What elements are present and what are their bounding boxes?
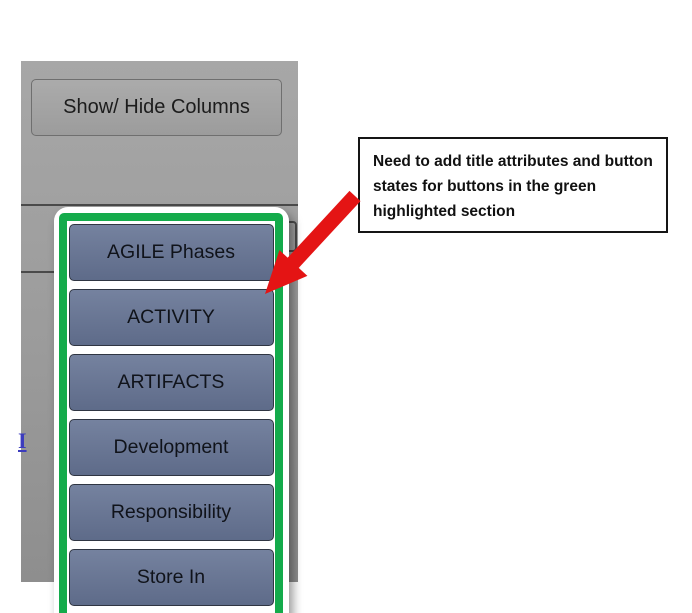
column-dropdown-panel: AGILE Phases ACTIVITY ARTIFACTS Developm… xyxy=(54,207,289,613)
column-toggle-development[interactable]: Development xyxy=(68,419,274,476)
green-highlight-frame: AGILE Phases ACTIVITY ARTIFACTS Developm… xyxy=(59,213,283,613)
column-toggle-activity[interactable]: ACTIVITY xyxy=(68,289,274,346)
column-toggle-responsibility[interactable]: Responsibility xyxy=(68,484,274,541)
show-hide-columns-button[interactable]: Show/ Hide Columns xyxy=(31,79,282,136)
screenshot-region: Show/ Hide Columns AGILE Phases ACTIVITY… xyxy=(21,61,298,613)
column-toggle-agile-phases[interactable]: AGILE Phases xyxy=(68,224,274,281)
horizontal-divider xyxy=(21,204,298,206)
partial-hyperlink[interactable]: I xyxy=(18,428,27,453)
column-toggle-artifacts[interactable]: ARTIFACTS xyxy=(68,354,274,411)
column-toggle-store-in[interactable]: Store In xyxy=(68,549,274,606)
annotation-note: Need to add title attributes and button … xyxy=(358,137,668,233)
annotation-note-text: Need to add title attributes and button … xyxy=(373,153,653,220)
